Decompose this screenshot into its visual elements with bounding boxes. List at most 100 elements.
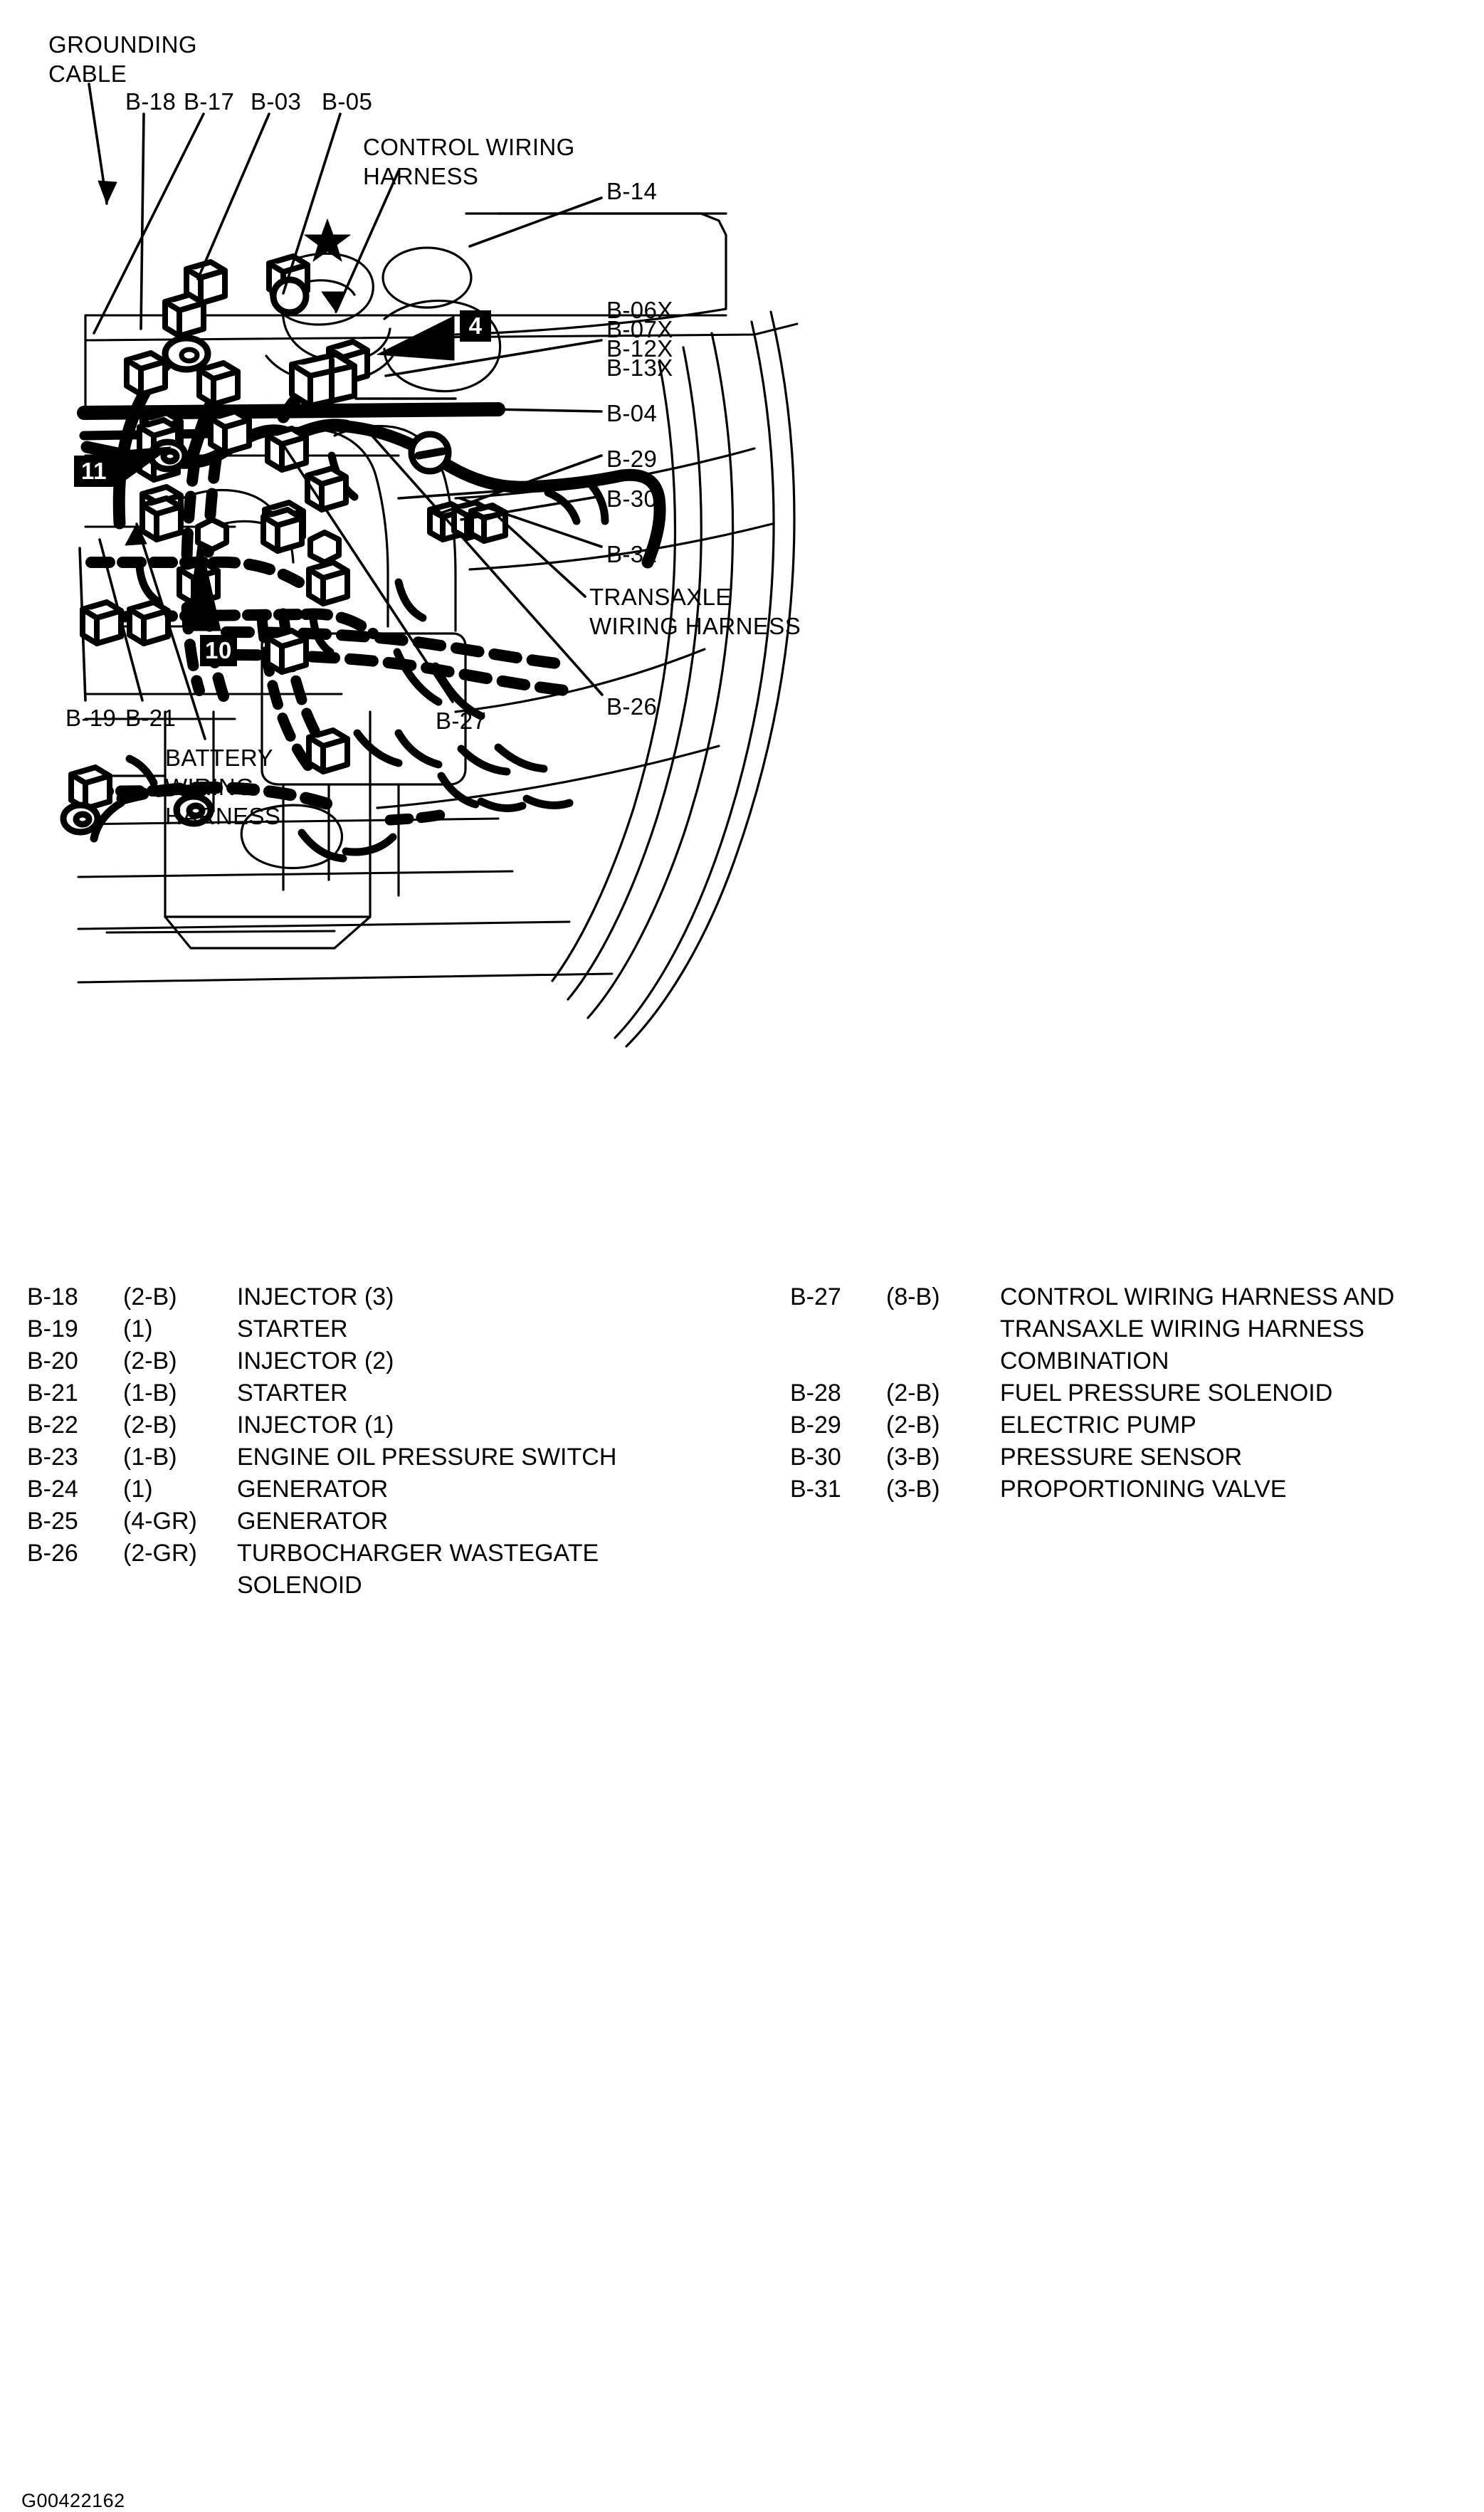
connector-engine-1 [196, 360, 241, 407]
callout-11-wedge [113, 446, 172, 489]
label-b-06x: B-06X [606, 297, 673, 323]
label-transaxle-wiring-harness: TRANSAXLE WIRING HARNESS [589, 584, 801, 639]
legend-id: B-29 [790, 1412, 841, 1439]
legend-row: B-27 (8-B) CONTROL WIRING HARNESS AND [790, 1281, 1473, 1313]
legend-pins: (3-B) [886, 1476, 940, 1503]
label-b-29: B-29 [606, 446, 658, 472]
connector-lower-1 [265, 628, 309, 675]
eyelet-battery-post [173, 793, 214, 827]
connector-engine-5 [140, 495, 184, 542]
connector-center-4 [306, 559, 350, 606]
label-b-04: B-04 [606, 400, 658, 426]
legend-desc: INJECTOR (1) [237, 1412, 394, 1439]
legend-id: B-26 [27, 1540, 78, 1567]
legend-row: B-20 (2-B) INJECTOR (2) [27, 1345, 739, 1377]
label-b-18: B-18 [125, 88, 177, 115]
connector-cubes [60, 253, 508, 836]
legend-pins: (8-B) [886, 1283, 940, 1310]
legend-row: B-28 (2-B) FUEL PRESSURE SOLENOID [790, 1377, 1473, 1409]
panel-feature-lines [84, 212, 774, 809]
legend-row: B-18 (2-B) INJECTOR (3) [27, 1281, 739, 1313]
label-b-30: B-30 [606, 485, 658, 512]
callout-box-11: 11 [74, 456, 114, 487]
label-b-12x: B-12X [606, 335, 673, 362]
legend-right-column: B-27 (8-B) CONTROL WIRING HARNESS AND TR… [790, 1281, 1473, 1505]
legend-desc: TURBOCHARGER WASTEGATE [237, 1540, 599, 1567]
connector-engine-4 [208, 409, 252, 456]
legend-desc: PROPORTIONING VALVE [1000, 1476, 1287, 1503]
legend-row: B-29 (2-B) ELECTRIC PUMP [790, 1409, 1473, 1441]
legend-pins: (2-B) [123, 1347, 177, 1375]
legend-desc: INJECTOR (3) [237, 1283, 394, 1310]
label-grounding-cable: GROUNDING CABLE [48, 31, 197, 87]
legend-row: B-25 (4-GR) GENERATOR [27, 1505, 739, 1538]
callout-box-10: 10 [200, 635, 237, 666]
connector-b-27-relay [289, 352, 357, 409]
legend-id: B-24 [27, 1476, 78, 1503]
legend-pins: (2-B) [886, 1380, 940, 1407]
callout-10-wedge [186, 535, 221, 631]
legend-desc: STARTER [237, 1315, 348, 1342]
legend-id: B-18 [27, 1283, 78, 1310]
legend-desc: SOLENOID [237, 1572, 362, 1599]
eyelet-grommet [270, 276, 310, 316]
label-b-03: B-03 [251, 88, 302, 115]
label-b-05: B-05 [322, 88, 373, 115]
legend-row: B-19 (1) STARTER [27, 1313, 739, 1345]
connector-cowl-2 [124, 350, 168, 397]
legend-desc: STARTER [237, 1380, 348, 1407]
label-b-21: B-21 [125, 705, 177, 731]
legend-row: B-24 (1) GENERATOR [27, 1473, 739, 1505]
label-battery-wiring-harness: BATTERY WIRING HARNESS [165, 745, 281, 829]
callout-box-4: 4 [460, 310, 491, 342]
legend-row: COMBINATION [790, 1345, 1473, 1377]
legend-left-column: B-18 (2-B) INJECTOR (3) B-19 (1) STARTER… [27, 1281, 739, 1602]
leader-lines [78, 83, 604, 740]
legend-row: B-23 (1-B) ENGINE OIL PRESSURE SWITCH [27, 1441, 739, 1473]
connector-lower-2 [306, 727, 350, 774]
legend-row: B-30 (3-B) PRESSURE SENSOR [790, 1441, 1473, 1473]
connector-b-19 [68, 764, 112, 811]
eyelet-terminals [60, 276, 452, 836]
legend-id: B-21 [27, 1380, 78, 1407]
legend-pins: (1-B) [123, 1444, 177, 1471]
figure-id-code: G00422162 [21, 2490, 125, 2511]
label-b-19: B-19 [65, 705, 117, 731]
legend-pins: (3-B) [886, 1444, 940, 1471]
connector-cowl-1 [162, 292, 206, 339]
label-b-27: B-27 [436, 708, 487, 734]
legend-desc: COMBINATION [1000, 1347, 1169, 1375]
connector-center-3 [305, 466, 349, 513]
legend-desc: GENERATOR [237, 1508, 389, 1535]
legend-row: B-22 (2-B) INJECTOR (1) [27, 1409, 739, 1441]
legend-desc: FUEL PRESSURE SOLENOID [1000, 1380, 1333, 1407]
grommet-b-14 [408, 431, 452, 475]
legend-id: B-23 [27, 1444, 78, 1471]
fender-arc [551, 310, 796, 1048]
connector-center-1 [265, 426, 309, 473]
star-marker [304, 219, 351, 262]
legend-pins: (2-B) [886, 1412, 940, 1439]
legend-desc: INJECTOR (2) [237, 1347, 394, 1375]
callout-pointer-wedges [113, 315, 455, 631]
connector-b-31 [468, 503, 508, 544]
legend-desc: PRESSURE SENSOR [1000, 1444, 1243, 1471]
legend-id: B-19 [27, 1315, 78, 1342]
legend-row: TRANSAXLE WIRING HARNESS [790, 1313, 1473, 1345]
legend-desc: CONTROL WIRING HARNESS AND [1000, 1283, 1395, 1310]
legend-pins: (2-B) [123, 1412, 177, 1439]
legend-desc: ELECTRIC PUMP [1000, 1412, 1196, 1439]
label-control-wiring-harness: CONTROL WIRING HARNESS [363, 134, 575, 189]
legend-pins: (4-GR) [123, 1508, 197, 1535]
legend-pins: (2-B) [123, 1283, 177, 1310]
eyelet-b-21 [60, 802, 101, 836]
legend-id: B-25 [27, 1508, 78, 1535]
grounding-eyelet-terminal [162, 335, 211, 373]
connector-b-17 [80, 599, 124, 646]
label-b-14: B-14 [606, 178, 658, 204]
legend-id: B-30 [790, 1444, 841, 1471]
legend-pins: (2-GR) [123, 1540, 197, 1567]
legend-pins: (1) [123, 1315, 153, 1342]
legend-row: B-26 (2-GR) TURBOCHARGER WASTEGATE [27, 1538, 739, 1570]
label-b-26: B-26 [606, 693, 658, 720]
